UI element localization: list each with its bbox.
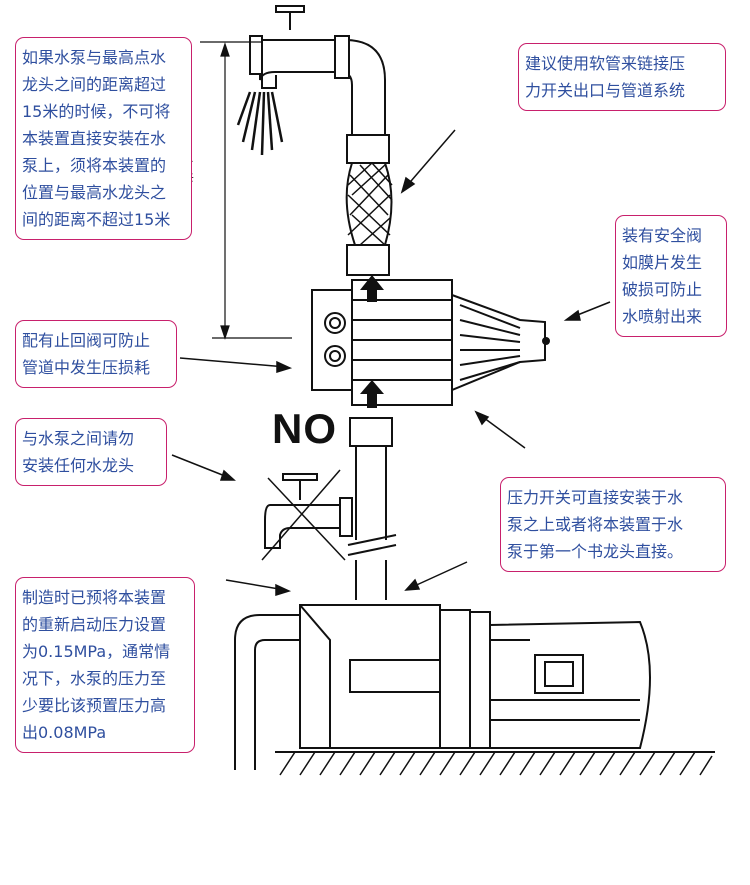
note-line: 管道中发生压损耗 bbox=[22, 358, 151, 377]
water-spray-icon bbox=[236, 91, 284, 156]
note-line: 装有安全阀 bbox=[622, 226, 703, 245]
note-line: 压力开关可直接安装于水 bbox=[507, 488, 684, 507]
note-line: 制造时已预将本装置 bbox=[22, 588, 167, 607]
note-height-limit: 如果水泵与最高点水 龙头之间的距离超过 15米的时候，不可将 本装置直接安装在水… bbox=[15, 37, 192, 240]
height-dimension bbox=[200, 41, 292, 340]
note-line: 出0.08MPa bbox=[22, 723, 107, 742]
note-line: 建议使用软管来链接压 bbox=[525, 54, 686, 73]
note-line: 配有止回阀可防止 bbox=[22, 331, 151, 350]
note-line: 与水泵之间请勿 bbox=[22, 429, 135, 448]
top-faucet-icon bbox=[249, 5, 386, 136]
note-line: 15米的时候，不可将 bbox=[22, 102, 171, 121]
note-check-valve: 配有止回阀可防止 管道中发生压损耗 bbox=[15, 320, 177, 388]
note-line: 的重新启动压力设置 bbox=[22, 615, 167, 634]
note-direct-install: 压力开关可直接安装于水 泵之上或者将本装置于水 泵于第一个书龙头直接。 bbox=[500, 477, 726, 572]
ground-hatch bbox=[275, 751, 715, 776]
pressure-controller bbox=[311, 279, 550, 406]
lower-coupling bbox=[346, 244, 390, 276]
flow-arrow-icon bbox=[360, 275, 384, 408]
note-line: 位置与最高水龙头之 bbox=[22, 183, 167, 202]
note-line: 龙头之间的距离超过 bbox=[22, 75, 167, 94]
bottom-coupling bbox=[349, 417, 393, 447]
forbidden-tap-icon bbox=[261, 469, 353, 561]
note-safety-valve: 装有安全阀 如膜片发生 破损可防止 水喷射出来 bbox=[615, 215, 727, 337]
note-line: 泵于第一个书龙头直接。 bbox=[507, 542, 684, 561]
note-line: 少要比该预置压力高 bbox=[22, 696, 167, 715]
note-line: 间的距离不超过15米 bbox=[22, 210, 171, 229]
note-line: 泵之上或者将本装置于水 bbox=[507, 515, 684, 534]
note-line: 安装任何水龙头 bbox=[22, 456, 135, 475]
note-line: 为0.15MPa，通常情 bbox=[22, 642, 171, 661]
note-line: 如果水泵与最高点水 bbox=[22, 48, 167, 67]
note-line: 泵上，须将本装置的 bbox=[22, 156, 167, 175]
note-restart-pressure: 制造时已预将本装置 的重新启动压力设置 为0.15MPa，通常情 况下，水泵的压… bbox=[15, 577, 195, 753]
note-line: 水喷射出来 bbox=[622, 307, 703, 326]
no-label: NO bbox=[272, 405, 337, 452]
water-pump bbox=[234, 604, 651, 770]
note-line: 本装置直接安装在水 bbox=[22, 129, 167, 148]
note-line: 力开关出口与管道系统 bbox=[525, 81, 686, 100]
note-line: 破损可防止 bbox=[622, 280, 703, 299]
note-line: 如膜片发生 bbox=[622, 253, 703, 272]
pointer-arrow-icon bbox=[171, 129, 611, 597]
note-no-tap: 与水泵之间请勿 安装任何水龙头 bbox=[15, 418, 167, 486]
upper-coupling bbox=[346, 134, 390, 164]
note-soft-hose: 建议使用软管来链接压 力开关出口与管道系统 bbox=[518, 43, 726, 111]
braided-hose bbox=[345, 162, 393, 246]
note-line: 况下，水泵的压力至 bbox=[22, 669, 167, 688]
